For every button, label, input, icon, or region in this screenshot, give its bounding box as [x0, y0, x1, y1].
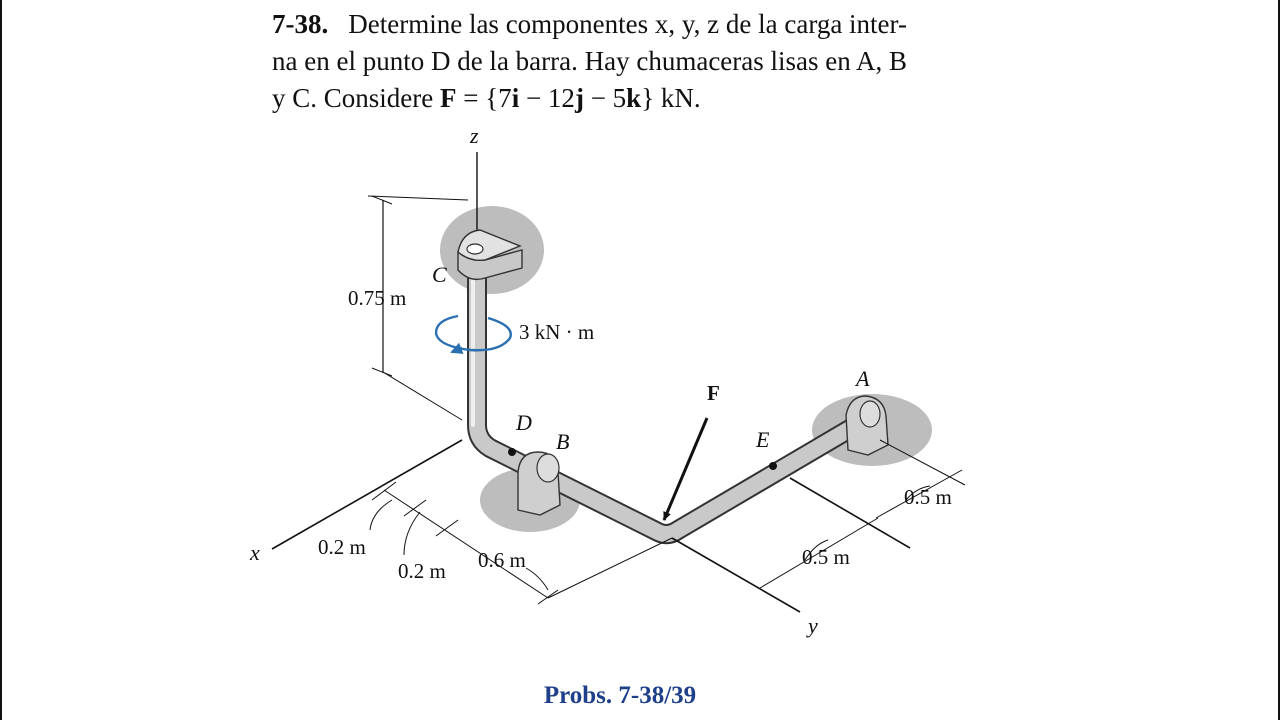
moment-label: 3 kN · m — [519, 320, 594, 344]
dim-05b-label: 0.5 m — [802, 545, 850, 569]
dim-075-bot-tick — [371, 367, 393, 377]
leader-06 — [525, 567, 549, 591]
problem-line-1: 7-38. Determine las componentes x, y, z d… — [272, 6, 992, 43]
bearing-c-hole — [466, 243, 484, 255]
unit-k: k — [626, 83, 642, 113]
e-extension — [789, 477, 911, 549]
force-k-coef: − 5 — [583, 83, 627, 113]
dim-02b-label: 0.2 m — [398, 559, 446, 583]
point-d — [508, 448, 516, 456]
label-e: E — [755, 427, 770, 452]
problem-text-1: Determine las componentes x, y, z de la … — [348, 9, 907, 39]
unit-i: i — [511, 83, 520, 113]
figure-caption: Probs. 7-38/39 — [543, 682, 697, 709]
dim-tick-4 — [537, 589, 559, 605]
x-axis — [271, 439, 463, 550]
force-eq-close: } kN. — [641, 83, 701, 113]
dim-05a-line — [875, 469, 963, 519]
corner-y-extension — [671, 537, 801, 613]
label-b: B — [556, 429, 569, 454]
reference-diagonal — [382, 371, 463, 421]
axis-x-label: x — [249, 540, 260, 565]
problem-line-3: y C. Considere F = {7i − 12j − 5k} kN. — [272, 80, 992, 117]
left-border — [0, 0, 2, 720]
bar — [469, 262, 873, 543]
dim-tick-3 — [435, 519, 459, 537]
dim-tick-2 — [403, 499, 427, 517]
right-border — [1278, 0, 1280, 720]
dim-05a-label: 0.5 m — [904, 485, 952, 509]
moment-arrow-tail — [450, 342, 464, 354]
problem-number: 7-38. — [272, 9, 329, 39]
leader-02b — [403, 511, 421, 556]
dim-05b-line — [759, 517, 879, 589]
dim-06-label: 0.6 m — [478, 548, 526, 572]
label-a: A — [854, 366, 870, 391]
leader-05b — [804, 539, 829, 561]
projection-line — [367, 195, 469, 201]
unit-j: j — [574, 83, 584, 113]
force-j-coef: − 12 — [519, 83, 575, 113]
dim-y-line — [547, 537, 673, 599]
axis-z-label: z — [469, 123, 479, 148]
force-eq-open: = {7 — [456, 83, 512, 113]
problem-text-3a: y C. Considere — [272, 83, 440, 113]
dim-x-line — [383, 489, 549, 599]
dim-075-top-tick — [371, 195, 393, 205]
a-extension — [879, 439, 966, 486]
point-e — [769, 462, 777, 470]
leader-05a — [905, 485, 931, 501]
leader-02a — [369, 499, 393, 531]
dim-02a-label: 0.2 m — [318, 535, 366, 559]
label-d: D — [515, 410, 532, 435]
axis-y-label: y — [806, 613, 818, 638]
problem-statement: 7-38. Determine las componentes x, y, z d… — [272, 6, 992, 117]
moment-arrow — [434, 314, 512, 352]
dim-075-label: 0.75 m — [348, 286, 406, 310]
problem-line-2: na en el punto D de la barra. Hay chumac… — [272, 46, 908, 76]
label-force-f: F — [707, 381, 720, 405]
force-arrow — [662, 417, 709, 521]
force-vector-symbol: F — [440, 83, 457, 113]
label-c: C — [432, 262, 447, 287]
bearing-b-face — [536, 453, 560, 483]
bearing-a-face — [859, 400, 881, 428]
dim-tick-1 — [371, 481, 397, 501]
